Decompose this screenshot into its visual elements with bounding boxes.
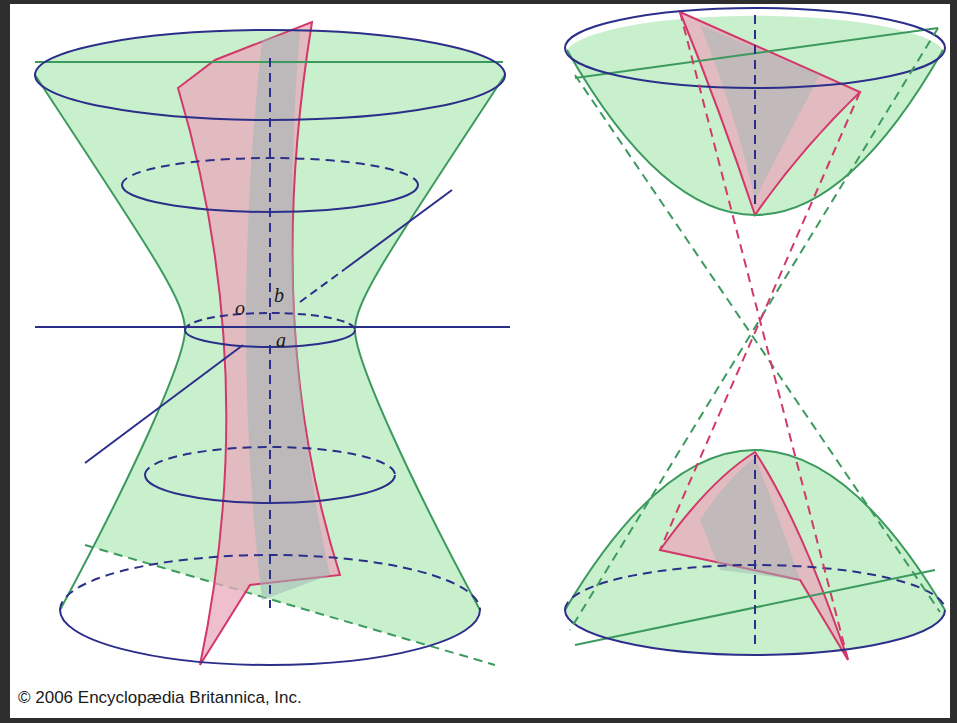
axis-letter: o [235,298,245,318]
one-sheet-hyperboloid [35,22,510,701]
axis-letter: a [276,330,286,350]
two-sheet-hyperboloid [565,8,945,660]
axis-letter: b [274,285,284,305]
copyright-notice: © 2006 Encyclopædia Britannica, Inc. [18,688,302,708]
